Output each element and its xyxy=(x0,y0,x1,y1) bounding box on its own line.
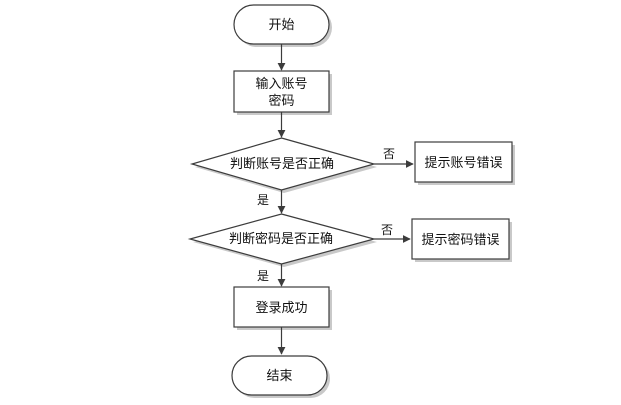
input-label-line2: 密码 xyxy=(268,93,294,109)
account-no-label: 否 xyxy=(383,147,395,161)
start-node: 开始 xyxy=(233,4,332,47)
input-label-line1: 输入账号 xyxy=(255,76,307,92)
check-password-node: 判断密码是否正确 xyxy=(187,213,377,267)
end-node: 结束 xyxy=(231,355,330,398)
input-node: 输入账号 密码 xyxy=(233,70,332,115)
password-no-label: 否 xyxy=(381,223,393,237)
password-error-label: 提示密码错误 xyxy=(421,232,499,248)
login-success-label: 登录成功 xyxy=(255,301,307,316)
start-label: 开始 xyxy=(268,18,294,33)
end-label: 结束 xyxy=(266,369,292,384)
account-error-label: 提示账号错误 xyxy=(424,155,502,171)
check-account-label: 判断账号是否正确 xyxy=(230,157,334,172)
login-success-node: 登录成功 xyxy=(233,286,332,330)
password-error-node: 提示密码错误 xyxy=(411,218,512,262)
check-password-label: 判断密码是否正确 xyxy=(229,231,333,247)
account-error-node: 提示账号错误 xyxy=(414,141,515,185)
password-yes-label: 是 xyxy=(257,269,269,283)
check-account-node: 判断账号是否正确 xyxy=(189,137,377,193)
account-yes-label: 是 xyxy=(257,193,269,207)
